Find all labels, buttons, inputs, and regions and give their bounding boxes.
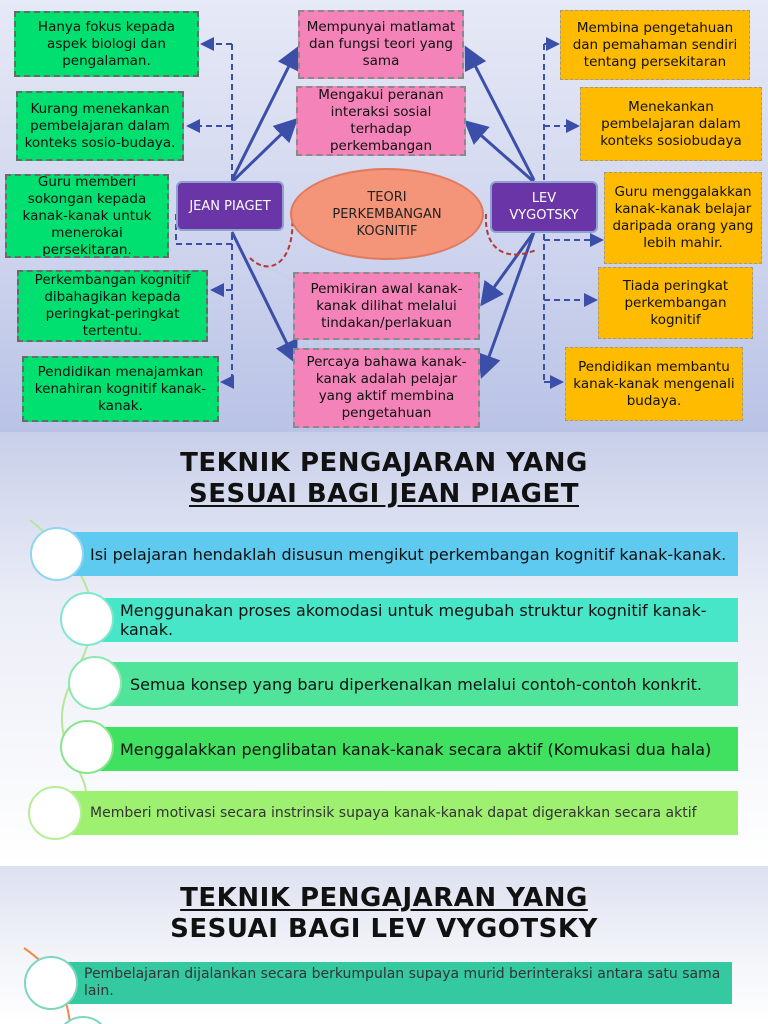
piaget-point-2: Kurang menekankan pembelajaran dalam kon… [16, 91, 184, 161]
piaget-point-4: Perkembangan kognitif dibahagikan kepada… [17, 270, 208, 342]
vygotsky-point-3: Guru menggalakkan kanak-kanak belajar da… [604, 172, 762, 264]
piaget-technique-4: Menggalakkan penglibatan kanak-kanak sec… [90, 727, 738, 771]
piaget-technique-3-text: Semua konsep yang baru diperkenalkan mel… [130, 674, 702, 694]
piaget-title-line-2: SESUAI BAGI JEAN PIAGET [189, 479, 579, 509]
piaget-technique-1-text: Isi pelajaran hendaklah disusun mengikut… [90, 544, 727, 564]
piaget-point-5: Pendidikan menajamkan kenahiran kognitif… [22, 356, 219, 422]
piaget-technique-4-text: Menggalakkan penglibatan kanak-kanak sec… [120, 739, 712, 759]
piaget-technique-2: Menggunakan proses akomodasi untuk megub… [92, 598, 738, 642]
vygotsky-techniques-slide: TEKNIK PENGAJARAN YANG SESUAI BAGI LEV V… [0, 866, 768, 1024]
piaget-technique-3: Semua konsep yang baru diperkenalkan mel… [100, 662, 738, 706]
piaget-techniques-slide: TEKNIK PENGAJARAN YANG SESUAI BAGI JEAN … [0, 432, 768, 866]
bullet-circle [24, 956, 78, 1010]
piaget-techniques-title: TEKNIK PENGAJARAN YANG SESUAI BAGI JEAN … [0, 448, 768, 510]
vygotsky-technique-1: Pembelajaran dijalankan secara berkumpul… [58, 962, 732, 1004]
bullet-circle [60, 592, 114, 646]
vygotsky-title-line-1: TEKNIK PENGAJARAN YANG [180, 883, 588, 913]
vygotsky-point-5: Pendidikan membantu kanak-kanak mengenal… [565, 347, 743, 421]
bullet-circle [68, 656, 122, 710]
lev-vygotsky-node: LEV VYGOTSKY [490, 181, 598, 233]
bullet-circle [28, 786, 82, 840]
piaget-point-3: Guru memberi sokongan kepada kanak-kanak… [5, 174, 169, 258]
piaget-title-line-1: TEKNIK PENGAJARAN YANG [180, 448, 588, 478]
vygotsky-title-line-2: SESUAI BAGI LEV VYGOTSKY [170, 914, 598, 944]
vygotsky-technique-1-text: Pembelajaran dijalankan secara berkumpul… [84, 966, 721, 999]
jean-piaget-node: JEAN PIAGET [176, 181, 284, 231]
central-topic: TEORI PERKEMBANGAN KOGNITIF [290, 168, 484, 260]
mindmap-slide: Hanya fokus kepada aspek biologi dan pen… [0, 0, 768, 432]
bullet-circle [60, 720, 114, 774]
shared-point-3: Pemikiran awal kanak-kanak dilihat melal… [293, 272, 480, 340]
vygotsky-techniques-title: TEKNIK PENGAJARAN YANG SESUAI BAGI LEV V… [0, 883, 768, 945]
shared-point-2: Mengakui peranan interaksi sosial terhad… [296, 86, 466, 156]
connector-lines [175, 37, 604, 389]
piaget-technique-5: Memberi motivasi secara instrinsik supay… [60, 791, 738, 835]
vygotsky-point-1: Membina pengetahuan dan pemahaman sendir… [560, 10, 750, 80]
shared-point-1: Mempunyai matlamat dan fungsi teori yang… [298, 10, 464, 79]
piaget-technique-1: Isi pelajaran hendaklah disusun mengikut… [60, 532, 738, 576]
vygotsky-point-4: Tiada peringkat perkembangan kognitif [598, 267, 753, 339]
piaget-point-1: Hanya fokus kepada aspek biologi dan pen… [14, 11, 199, 77]
shared-point-4: Percaya bahawa kanak-kanak adalah pelaja… [293, 348, 480, 428]
piaget-technique-2-text: Menggunakan proses akomodasi untuk megub… [120, 601, 707, 639]
piaget-technique-5-text: Memberi motivasi secara instrinsik supay… [90, 804, 697, 821]
vygotsky-point-2: Menekankan pembelajaran dalam konteks so… [580, 87, 762, 161]
bullet-circle [30, 527, 84, 581]
